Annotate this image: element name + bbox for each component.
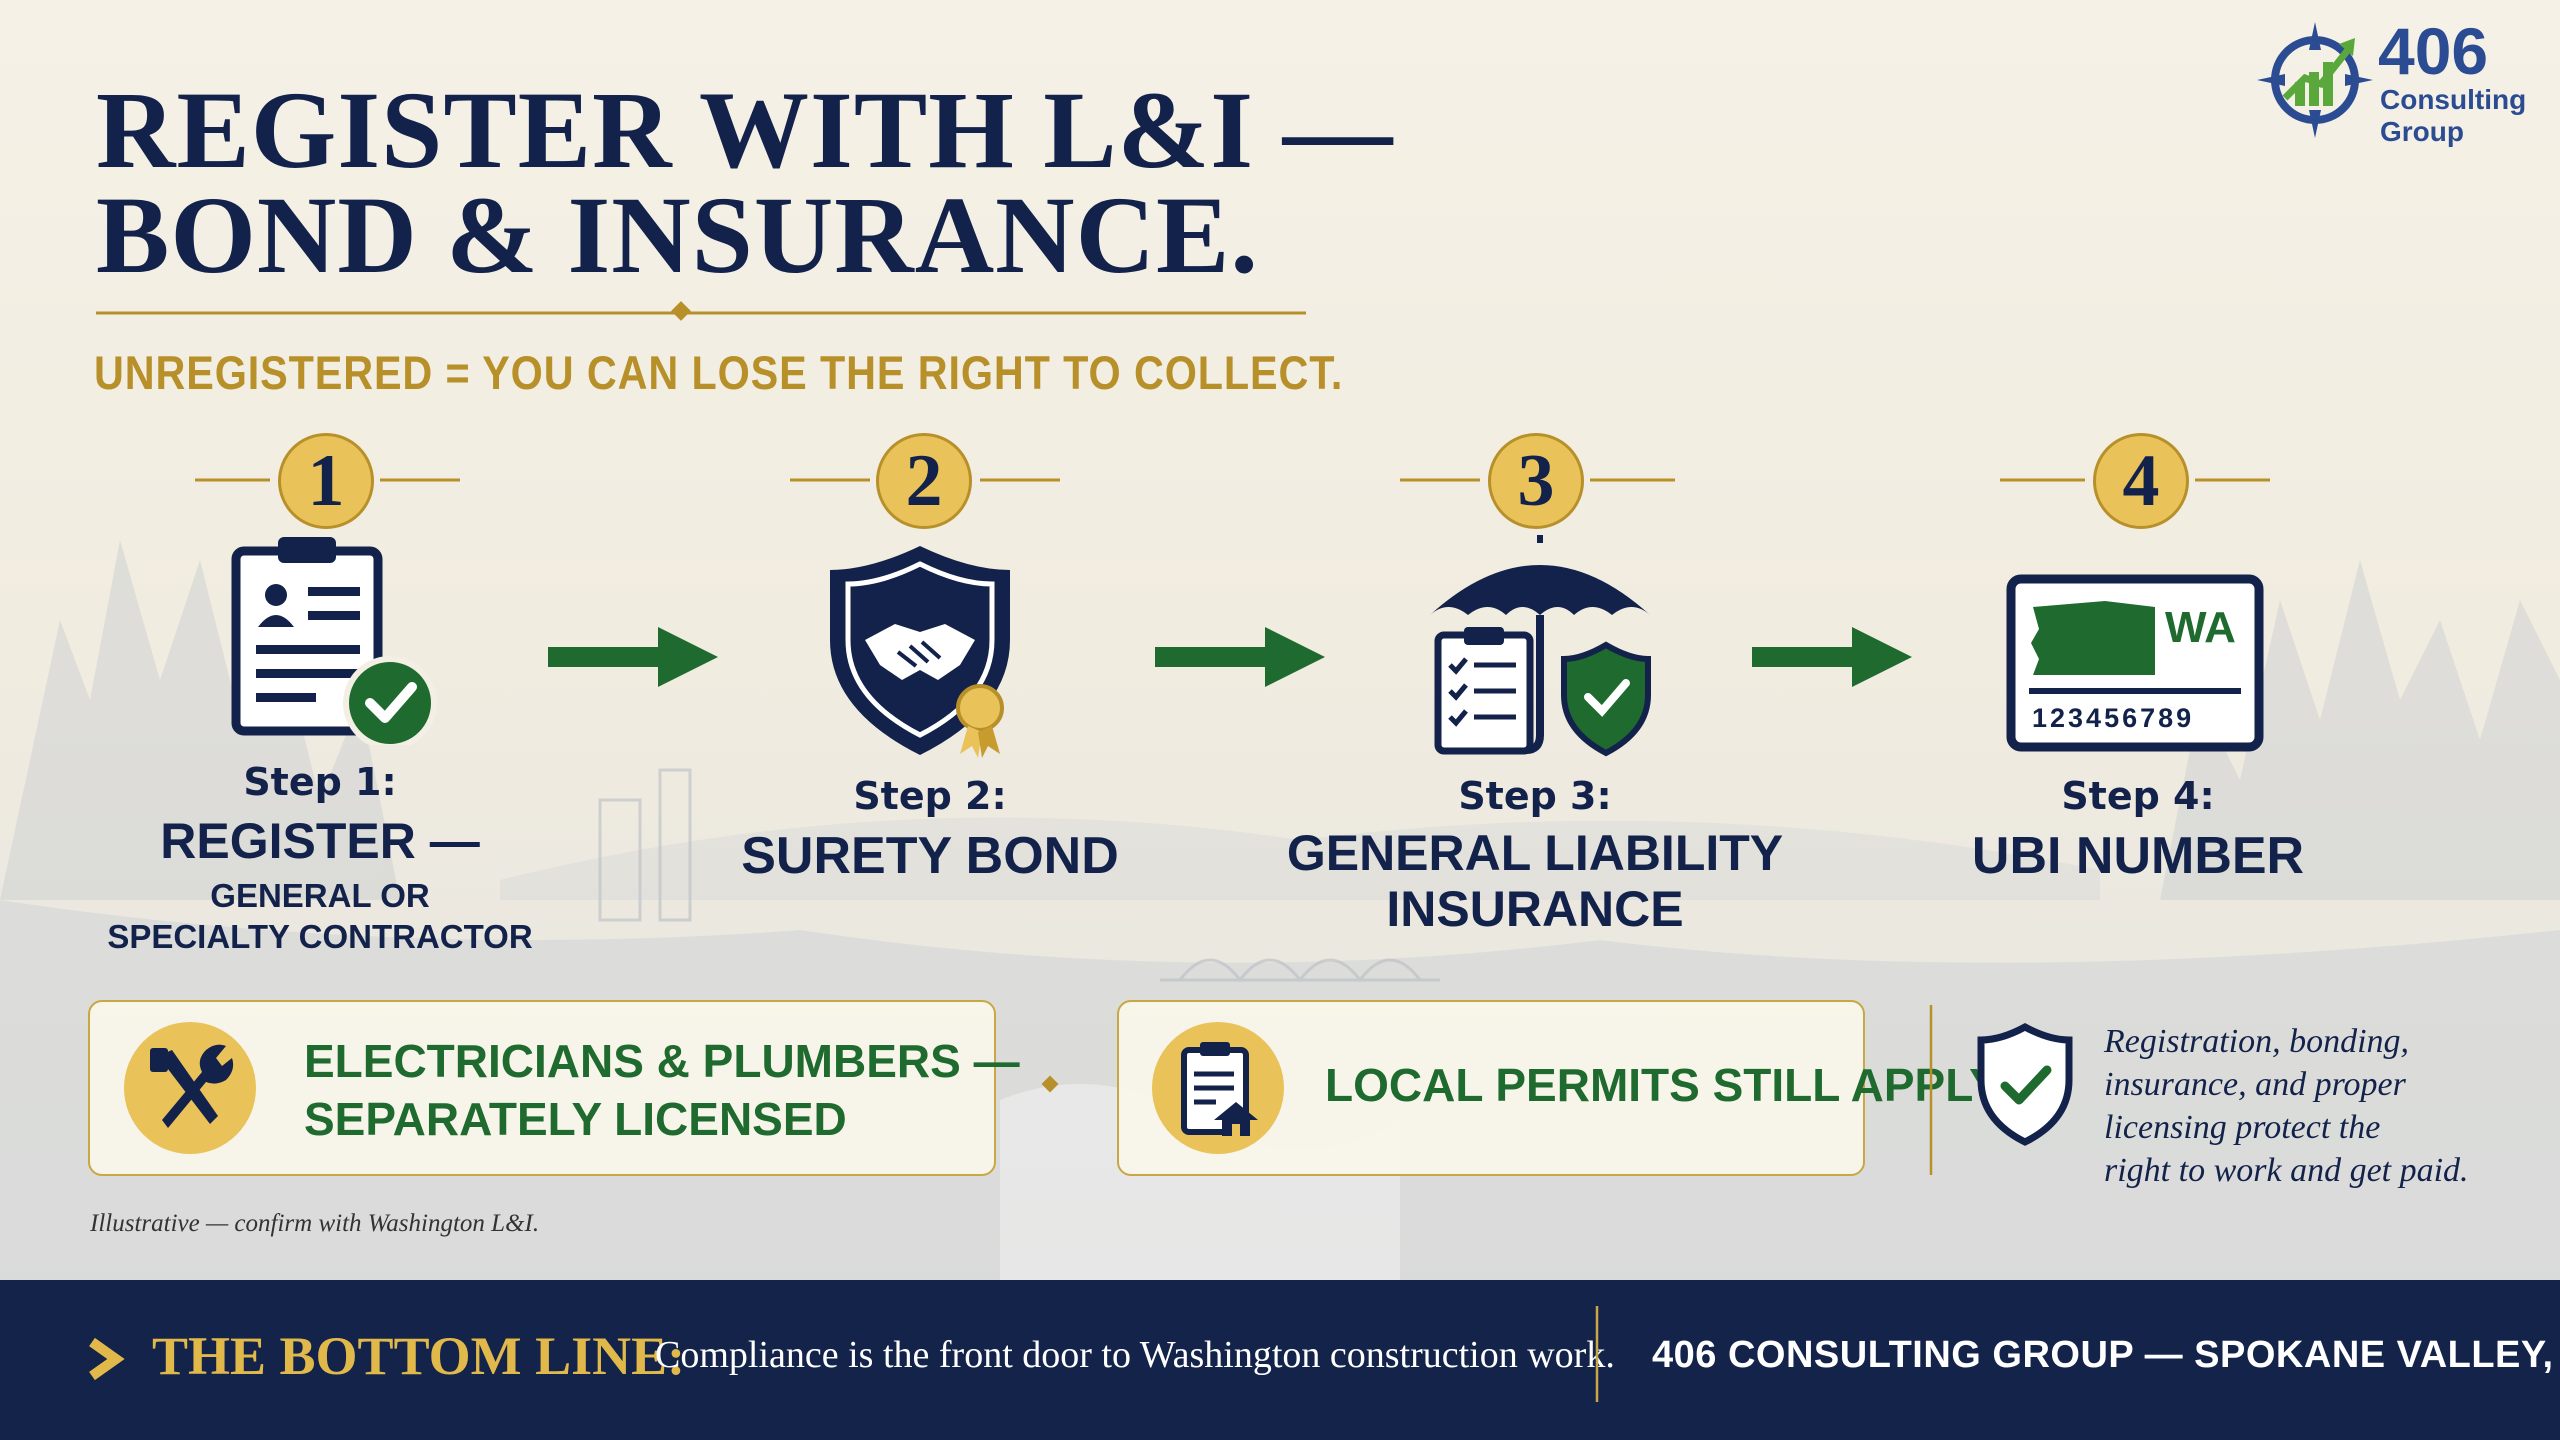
ubi-card-state: WA [2165, 603, 2236, 652]
footer-divider [1595, 1306, 1599, 1402]
step-1-title: REGISTER — [160, 813, 480, 869]
footer-company: 406 CONSULTING GROUP — SPOKANE VALLEY, W… [1652, 1334, 2560, 1376]
logo-text-line2: Group [2380, 116, 2464, 147]
footer-bar [0, 1280, 2560, 1440]
arrow-right-icon [1155, 627, 1325, 687]
subtitle-warning: UNREGISTERED = YOU CAN LOSE THE RIGHT TO… [94, 346, 1344, 399]
compass-chart-icon [2257, 22, 2373, 138]
page-title-line2: BOND & INSURANCE. [96, 174, 1259, 296]
page-title-line1: REGISTER WITH L&I — [96, 69, 1394, 191]
footer-message: Compliance is the front door to Washingt… [655, 1334, 1615, 1376]
side-note-line3: licensing protect the [2104, 1109, 2381, 1146]
divider-diamond [1041, 1075, 1059, 1093]
step-1-badge: 1 [278, 433, 374, 529]
title-divider [96, 301, 1306, 321]
step-2-label: Step 2: [853, 774, 1007, 818]
disclaimer: Illustrative — confirm with Washington L… [90, 1210, 540, 1237]
ubi-card-number: 123456789 [2032, 703, 2195, 733]
shield-handshake-icon [830, 546, 1010, 758]
step-3-badge: 3 [1488, 433, 1584, 529]
arrow-right-icon [548, 627, 718, 687]
step-3-title-line1: GENERAL LIABILITY [1286, 825, 1784, 881]
step-3-title-line2: INSURANCE [1386, 881, 1684, 937]
side-note-line2: insurance, and proper [2104, 1066, 2406, 1103]
side-note: Registration, bonding, insurance, and pr… [2104, 1020, 2469, 1192]
logo-number: 406 [2378, 14, 2489, 88]
side-note-line4: right to work and get paid. [2104, 1152, 2469, 1189]
clipboard-check-icon [231, 537, 437, 745]
logo-text-line1: Consulting [2380, 84, 2527, 115]
step-4-label: Step 4: [2061, 774, 2215, 818]
step-1-detail-line2: SPECIALTY CONTRACTOR [107, 918, 533, 955]
step-4-badge: 4 [2093, 433, 2189, 529]
step-badge-lines [195, 478, 2270, 482]
electricians-note-line2: SEPARATELY LICENSED [304, 1093, 847, 1145]
umbrella-shield-icon [1430, 535, 1651, 757]
side-note-line1: Registration, bonding, [2104, 1023, 2410, 1060]
step-4-title: UBI NUMBER [1971, 827, 2305, 885]
side-divider [1929, 1005, 1933, 1175]
step-1-label: Step 1: [243, 760, 397, 804]
step-1-detail-line1: GENERAL OR [210, 877, 430, 914]
footer-bottom-line-label: THE BOTTOM LINE: [152, 1326, 686, 1386]
step-2-badge: 2 [876, 433, 972, 529]
step-3-label: Step 3: [1458, 774, 1612, 818]
permits-note-text: LOCAL PERMITS STILL APPLY. [1325, 1059, 2008, 1111]
clipboard-house-icon [1152, 1022, 1284, 1154]
wrench-pipe-icon [124, 1022, 256, 1154]
arrow-right-icon [1752, 627, 1912, 687]
electricians-note-line1: ELECTRICIANS & PLUMBERS — [304, 1035, 1020, 1087]
ubi-card-icon [2006, 574, 2264, 752]
chevron-right-icon [89, 1337, 125, 1381]
step-2-title: SURETY BOND [741, 827, 1119, 885]
shield-check-icon [1977, 1023, 2073, 1146]
